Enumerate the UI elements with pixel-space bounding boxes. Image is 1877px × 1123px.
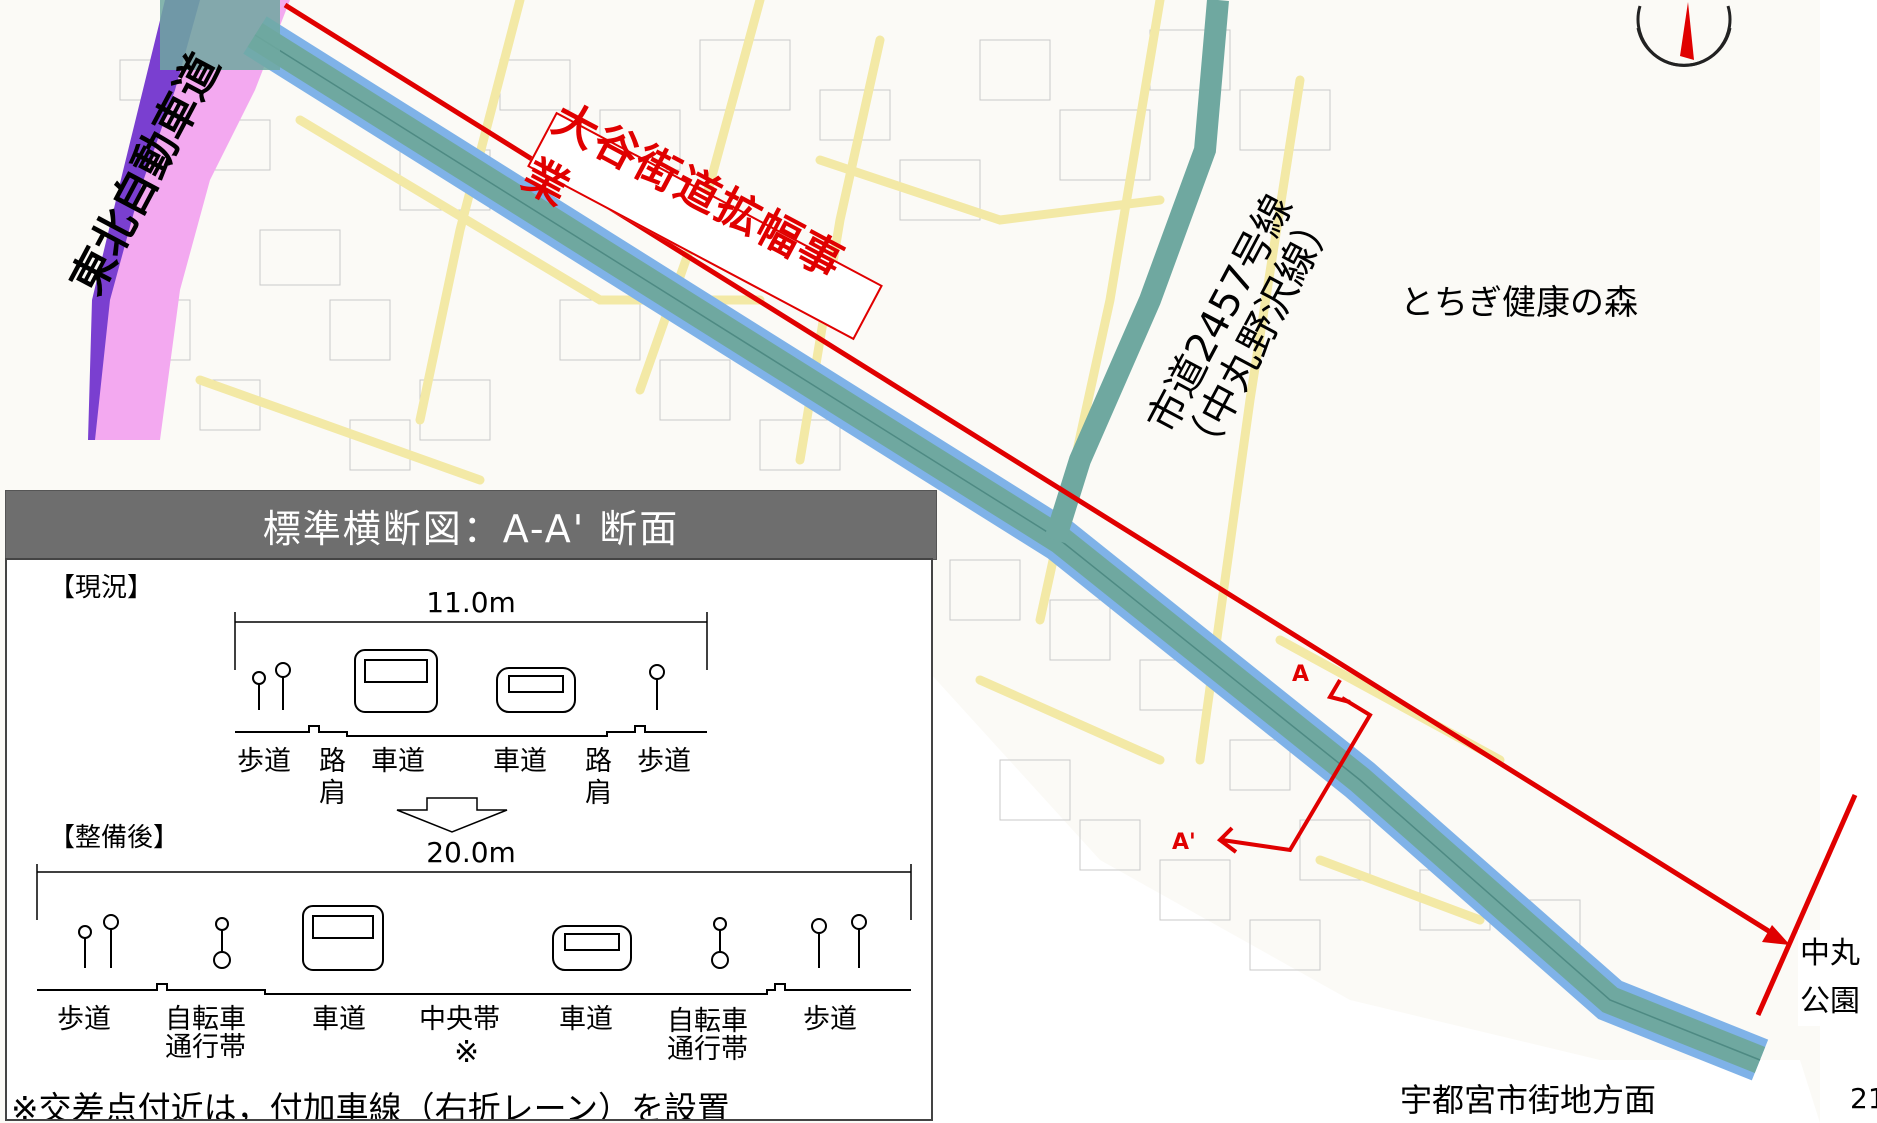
park-label-line1: 中丸 — [1800, 936, 1860, 971]
forest-label: とちぎ健康の森 — [1400, 283, 1638, 323]
improved-title: 【整備後】 — [49, 823, 179, 853]
improved-label-bike-lane-right-2: 通行帯 — [667, 1034, 748, 1065]
main-road-centerline — [254, 34, 1761, 1061]
improved-label-bike-lane-left-2: 通行帯 — [165, 1032, 246, 1063]
compass-icon — [1636, 2, 1732, 67]
current-width: 11.0m — [426, 586, 516, 619]
project-arrowhead — [1762, 925, 1790, 945]
improved-label-sidewalk-right: 歩道 — [803, 1004, 857, 1035]
current-label-sidewalk-left: 歩道 — [237, 746, 291, 777]
current-label-roadway-left: 車道 — [371, 746, 425, 777]
current-people-icon — [252, 662, 665, 710]
cross-section-header: 標準横断図：A-A' 断面 — [5, 490, 937, 560]
improved-label-sidewalk-left: 歩道 — [57, 1004, 111, 1035]
current-label-shoulder-left-2: 肩 — [319, 778, 346, 809]
city-road-2457 — [1044, 0, 1229, 544]
improved-label-bike-lane-right-1: 自転車 — [667, 1006, 748, 1037]
current-label-shoulder-left-1: 路 — [319, 746, 346, 777]
park-label: 中丸 公園 — [1798, 930, 1860, 1026]
current-title: 【現況】 — [49, 573, 153, 603]
current-car-front-icon — [496, 667, 576, 713]
cross-section-panel: 【現況】 11.0m 歩道 路 肩 車道 車道 路 肩 歩道 — [5, 558, 933, 1121]
cross-section-title: 標準横断図：A-A' 断面 — [262, 506, 680, 551]
top-left-intersection — [160, 0, 280, 70]
improved-label-roadway-left: 車道 — [312, 1004, 366, 1035]
park-label-line2: 公園 — [1800, 984, 1860, 1019]
improved-car-front-icon — [552, 925, 632, 971]
current-car-rear-icon — [354, 649, 438, 713]
improved-label-bike-lane-left-1: 自転車 — [165, 1004, 246, 1035]
cross-section-note: ※交差点付近は，付加車線（右折レーン）を設置 — [11, 1089, 731, 1121]
improved-bicycle-icon — [213, 917, 729, 969]
improved-ground-line — [37, 983, 911, 995]
improved-label-median-note: ※ — [454, 1035, 479, 1070]
section-arrow-a-prime — [1216, 826, 1238, 854]
current-label-shoulder-right-2: 肩 — [585, 778, 612, 809]
section-a-label: A — [1292, 662, 1310, 687]
improved-car-rear-icon — [302, 905, 384, 971]
current-ground-line — [235, 725, 707, 737]
cross-section-drawing: 【現況】 11.0m 歩道 路 肩 車道 車道 路 肩 歩道 — [36, 573, 912, 1070]
current-label-sidewalk-right: 歩道 — [637, 746, 691, 777]
improved-width: 20.0m — [426, 836, 516, 869]
current-label-roadway-right: 車道 — [493, 746, 547, 777]
expressway-carriageway — [88, 0, 200, 440]
section-line — [1221, 696, 1373, 853]
improved-label-roadway-right: 車道 — [559, 1004, 613, 1035]
transition-arrow-icon — [396, 797, 508, 833]
page-number: 21 — [1850, 1082, 1877, 1115]
current-label-shoulder-right-1: 路 — [585, 746, 612, 777]
improved-label-median: 中央帯 — [419, 1004, 500, 1035]
improved-people-icon — [78, 914, 867, 968]
downtown-label: 宇都宮市街地方面 — [1400, 1081, 1657, 1119]
section-arrow-a — [1326, 678, 1351, 704]
project-end-line — [1755, 793, 1858, 1017]
section-a-prime-label: A' — [1172, 830, 1196, 855]
